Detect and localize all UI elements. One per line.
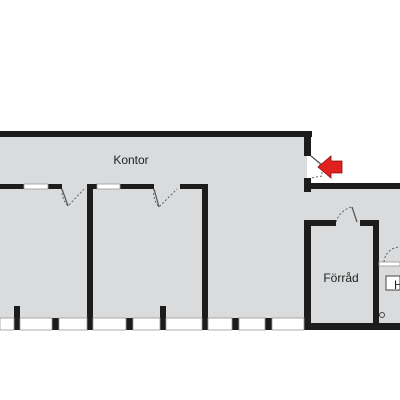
floor-areas [0,137,400,325]
wall-forrad-left [304,222,311,330]
post-5 [232,318,239,330]
window-bottom-5 [132,317,161,331]
wall-forrad-bottom [304,323,400,330]
window-bottom-3 [58,317,88,331]
entrance-arrow-icon [317,155,343,179]
partial-room-floor [377,224,400,323]
window-bottom-4 [92,317,127,331]
hallway-floor [307,186,400,226]
window-room1 [23,183,49,190]
wall-right-upper [304,131,311,156]
floor-drain [379,312,385,318]
door-swing-partial-room [383,246,400,263]
post-1 [14,306,20,330]
walls [0,131,400,330]
wall-room2-right [202,184,208,330]
wall-room2-top-b [120,184,154,189]
door-leaf-entrance [310,155,323,166]
wall-room2-top-a [87,184,97,189]
window-bottom-2 [19,317,53,331]
post-6 [265,318,272,330]
window-bottom-7 [207,317,233,331]
wall-forrad-right [373,220,379,330]
window-bottom-1 [0,317,15,331]
door-swing-forrad [335,206,358,223]
room-label-partial: H [394,278,400,292]
window-partial-room [378,261,400,267]
windows [0,183,400,331]
wall-room1-top-b [48,184,62,189]
kontor-floor [0,137,307,325]
wall-corridor-top [304,183,400,189]
wall-forrad-top-right [360,220,378,226]
wall-room1-right [87,184,93,330]
wall-room2-top-c [180,184,207,189]
window-bottom-6 [165,317,203,331]
forrad-floor [310,224,376,323]
door-leaves [61,155,358,223]
wall-forrad-top-left [304,220,336,226]
room-label-kontor: Kontor [113,153,148,167]
door-leaf-forrad [351,206,358,223]
partial-room-fixture [385,275,400,291]
post-2 [52,318,59,330]
wall-room1-top-a [0,184,24,189]
post-3 [126,318,133,330]
door-leaf-room2 [153,188,160,208]
room-label-forrad: Förråd [323,271,358,285]
post-4 [160,306,166,330]
wall-top [0,131,312,137]
window-bottom-8 [238,317,266,331]
door-leaf-room1 [61,188,69,207]
window-room2 [96,183,121,190]
window-bottom-9 [271,317,305,331]
